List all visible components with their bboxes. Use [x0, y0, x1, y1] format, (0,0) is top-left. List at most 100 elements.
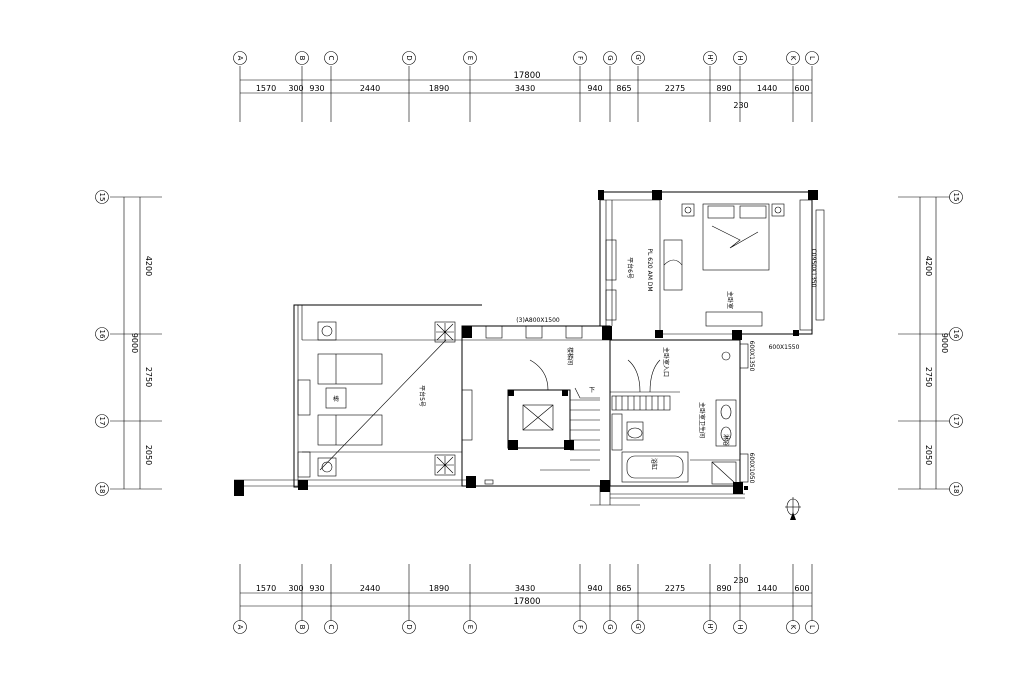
grid-bubble-label: F — [576, 625, 584, 629]
grid-bubble-label: 15 — [952, 193, 960, 202]
bottom-seg-dim: 600 — [794, 584, 809, 593]
stair-core: 下 楼梯间 — [461, 325, 640, 506]
grid-bubble-label: 18 — [952, 485, 960, 494]
grid-bubble — [95, 414, 109, 428]
grid-bubble-label: 16 — [952, 330, 960, 339]
grid-bubble — [95, 190, 109, 204]
grid-bubble-label: H' — [706, 54, 714, 61]
top-seg-dim: 940 — [587, 84, 602, 93]
bottom-seg-dim: 2440 — [360, 584, 380, 593]
left-seg-dim: 2750 — [144, 367, 153, 387]
grid-bubble-label: C — [327, 625, 335, 630]
grid-bubble-label: H — [736, 55, 744, 60]
right-seg-dim: 2050 — [924, 445, 933, 465]
grid-bubble-label: E — [466, 56, 474, 60]
grid-bubble-label: 15 — [98, 193, 106, 202]
grid-bubble — [463, 51, 477, 65]
bottom-seg-dim: 1440 — [757, 584, 777, 593]
right-total-dimension: 9000 — [940, 333, 949, 353]
grid-bubble — [949, 327, 963, 341]
left-total-dimension: 9000 — [130, 333, 139, 353]
grid-bubble — [631, 620, 645, 634]
terrace-6-label: 平台6号 — [626, 257, 634, 279]
grid-bubble-label: G' — [634, 54, 642, 61]
grid-bubble-label: H' — [706, 623, 714, 630]
top-seg-dim: 1440 — [757, 84, 777, 93]
grid-bubble-label: G — [606, 55, 614, 60]
right-grid-bubbles: 15 16 17 18 — [949, 190, 963, 496]
top-seg-dim: 3430 — [515, 84, 535, 93]
grid-bubble — [603, 620, 617, 634]
grid-bubble-label: K — [789, 56, 797, 61]
master-entry-label: 主卧室入口 — [662, 347, 670, 377]
grid-bubble — [573, 620, 587, 634]
grid-bubble — [95, 482, 109, 496]
bottom-seg-dim: 3430 — [515, 584, 535, 593]
grid-bubble — [233, 51, 247, 65]
top-seg-dim: 865 — [616, 84, 631, 93]
grid-bubble — [463, 620, 477, 634]
plan-drawing: 椅 平台5号 — [234, 190, 825, 520]
top-seg-dim: 600 — [794, 84, 809, 93]
grid-bubble — [703, 51, 717, 65]
master-bath-label: 主卧室卫生间 — [698, 402, 706, 438]
window-label-4: 600X1350 — [748, 341, 755, 372]
bottom-seg-dim: 1570 — [256, 584, 276, 593]
grid-bubble-label: 17 — [952, 417, 960, 426]
grid-bubble-label: K — [789, 625, 797, 630]
right-seg-dim: 2750 — [924, 367, 933, 387]
top-extra-dim: 230 — [733, 101, 748, 110]
grid-bubble-label: B — [298, 625, 306, 630]
grid-bubble — [733, 620, 747, 634]
grid-bubble-label: H — [736, 624, 744, 629]
grid-bubble — [324, 51, 338, 65]
bathtub-label: 浴缸 — [650, 458, 658, 470]
grid-bubble-label: D — [405, 55, 413, 60]
grid-bubble — [805, 620, 819, 634]
wardrobe-label: PL 620 AM DM — [646, 248, 653, 291]
grid-bubble-label: E — [466, 625, 474, 629]
bottom-seg-dim: 2275 — [665, 584, 685, 593]
left-grid-bubbles: 15 16 17 18 — [95, 190, 109, 496]
grid-bubble-label: 16 — [98, 330, 106, 339]
grid-bubble — [786, 51, 800, 65]
grid-bubble-label: 18 — [98, 485, 106, 494]
grid-bubble — [949, 414, 963, 428]
master-bath-area: 主卧室入口 主卧室卫生间 浴缸 淋浴 600X1350 600X1050 — [609, 339, 755, 499]
grid-bubble — [631, 51, 645, 65]
grid-bubble — [573, 51, 587, 65]
grid-bubble — [402, 51, 416, 65]
top-seg-dim: 930 — [309, 84, 324, 93]
bottom-seg-dim: 865 — [616, 584, 631, 593]
left-seg-dim: 2050 — [144, 445, 153, 465]
wardrobe: PL 620 AM DM — [646, 239, 683, 292]
grid-bubble-label: A — [236, 625, 244, 630]
grid-bubble — [402, 620, 416, 634]
chair-label: 椅 — [333, 395, 339, 403]
grid-bubble-label: 17 — [98, 417, 106, 426]
grid-bubble-label: F — [576, 56, 584, 60]
master-bedroom-label: 主卧室 — [726, 291, 734, 309]
bottom-total-dimension: 17800 — [513, 597, 540, 607]
window-label-2: 600X1550 — [769, 344, 800, 351]
lounge-chairs: 椅 — [317, 353, 383, 446]
shower-label: 淋浴 — [722, 434, 730, 446]
bottom-seg-dim: 1890 — [429, 584, 449, 593]
grid-bubble-label: G' — [634, 623, 642, 630]
top-seg-dim: 300 — [288, 84, 303, 93]
grid-bubble — [949, 482, 963, 496]
window-label-5: 600X1050 — [748, 453, 755, 484]
grid-bubble-label: A — [236, 56, 244, 61]
top-tick-lines — [239, 66, 813, 122]
north-arrow-icon — [785, 497, 801, 520]
stair-label: 楼梯间 — [566, 347, 574, 365]
stair-down-label: 下 — [589, 387, 595, 394]
left-seg-dim: 4200 — [144, 256, 153, 276]
top-seg-dim: 2275 — [665, 84, 685, 93]
grid-bubble-label: C — [327, 56, 335, 61]
bottom-seg-dim: 890 — [716, 584, 731, 593]
bottom-seg-dim: 930 — [309, 584, 324, 593]
window-planters — [485, 325, 583, 339]
